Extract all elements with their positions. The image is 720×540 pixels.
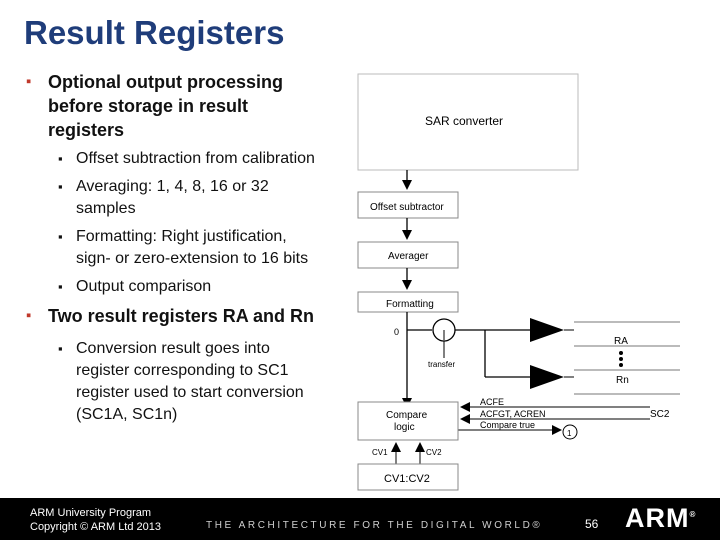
transfer-label: transfer bbox=[428, 360, 455, 369]
cv1-cv2-label: CV1:CV2 bbox=[384, 473, 430, 485]
mux-zero-label: 0 bbox=[394, 327, 399, 337]
ellipsis-dot bbox=[619, 351, 623, 355]
connector-1-circle bbox=[562, 424, 578, 440]
offset-subtractor-block: Offset subtractor bbox=[357, 191, 459, 219]
arm-logo: ARM® bbox=[625, 503, 696, 534]
footer-program: ARM University Program Copyright © ARM L… bbox=[30, 506, 161, 534]
register-rn-label: Rn bbox=[616, 375, 629, 386]
arrow-to-rn bbox=[530, 365, 564, 389]
averager-label: Averager bbox=[388, 251, 429, 262]
connector-1-label: 1 bbox=[567, 429, 572, 438]
sar-converter-label: SAR converter bbox=[425, 114, 503, 128]
footer: ARM University Program Copyright © ARM L… bbox=[0, 498, 720, 540]
formatting-block: Formatting bbox=[357, 291, 459, 313]
acfe-label: ACFE bbox=[480, 397, 504, 407]
copyright: Copyright © ARM Ltd 2013 bbox=[30, 521, 162, 533]
sub-bullet-conversion-result: Conversion result goes into register cor… bbox=[24, 338, 324, 426]
program-name: ARM University Program bbox=[30, 507, 152, 519]
result-register-diagram: SAR converter Offset subtractor Averager… bbox=[357, 73, 680, 491]
compare-logic-label-2: logic bbox=[394, 422, 415, 433]
acfgt-acren-label: ACFGT, ACREN bbox=[480, 409, 546, 419]
arm-logo-mark: ® bbox=[689, 510, 697, 519]
sub-bullet-offset: Offset subtraction from calibration bbox=[24, 148, 324, 170]
sc2-label: SC2 bbox=[650, 409, 670, 420]
compare-logic-label-1: Compare bbox=[386, 410, 428, 421]
slide-title: Result Registers bbox=[24, 14, 285, 51]
compare-logic-block: Compare logic bbox=[357, 401, 459, 441]
arm-logo-text: ARM bbox=[625, 503, 690, 533]
offset-subtractor-label: Offset subtractor bbox=[370, 202, 444, 213]
sub-bullet-averaging: Averaging: 1, 4, 8, 16 or 32 samples bbox=[24, 176, 324, 220]
formatting-label: Formatting bbox=[386, 299, 434, 310]
sar-converter-block: SAR converter bbox=[357, 73, 579, 171]
averager-block: Averager bbox=[357, 241, 459, 269]
sub-bullet-comparison: Output comparison bbox=[24, 276, 324, 298]
cv1-cv2-block: CV1:CV2 bbox=[357, 463, 459, 491]
page-number: 56 bbox=[585, 517, 599, 531]
cv2-label: CV2 bbox=[426, 448, 442, 457]
compare-true-label: Compare true bbox=[480, 420, 535, 430]
footer-tagline: THE ARCHITECTURE FOR THE DIGITAL WORLD® bbox=[206, 520, 543, 531]
cv1-label: CV1 bbox=[372, 448, 388, 457]
bullet-result-registers: Two result registers RA and Rn bbox=[24, 304, 324, 328]
ellipsis-dot bbox=[619, 363, 623, 367]
bullet-list: Optional output processing before storag… bbox=[24, 70, 324, 426]
ellipsis-dot bbox=[619, 357, 623, 361]
register-ra-label: RA bbox=[614, 336, 628, 347]
arrow-to-ra bbox=[530, 318, 564, 342]
sub-bullet-formatting: Formatting: Right justification, sign- o… bbox=[24, 226, 324, 270]
bullet-output-processing: Optional output processing before storag… bbox=[24, 70, 324, 142]
